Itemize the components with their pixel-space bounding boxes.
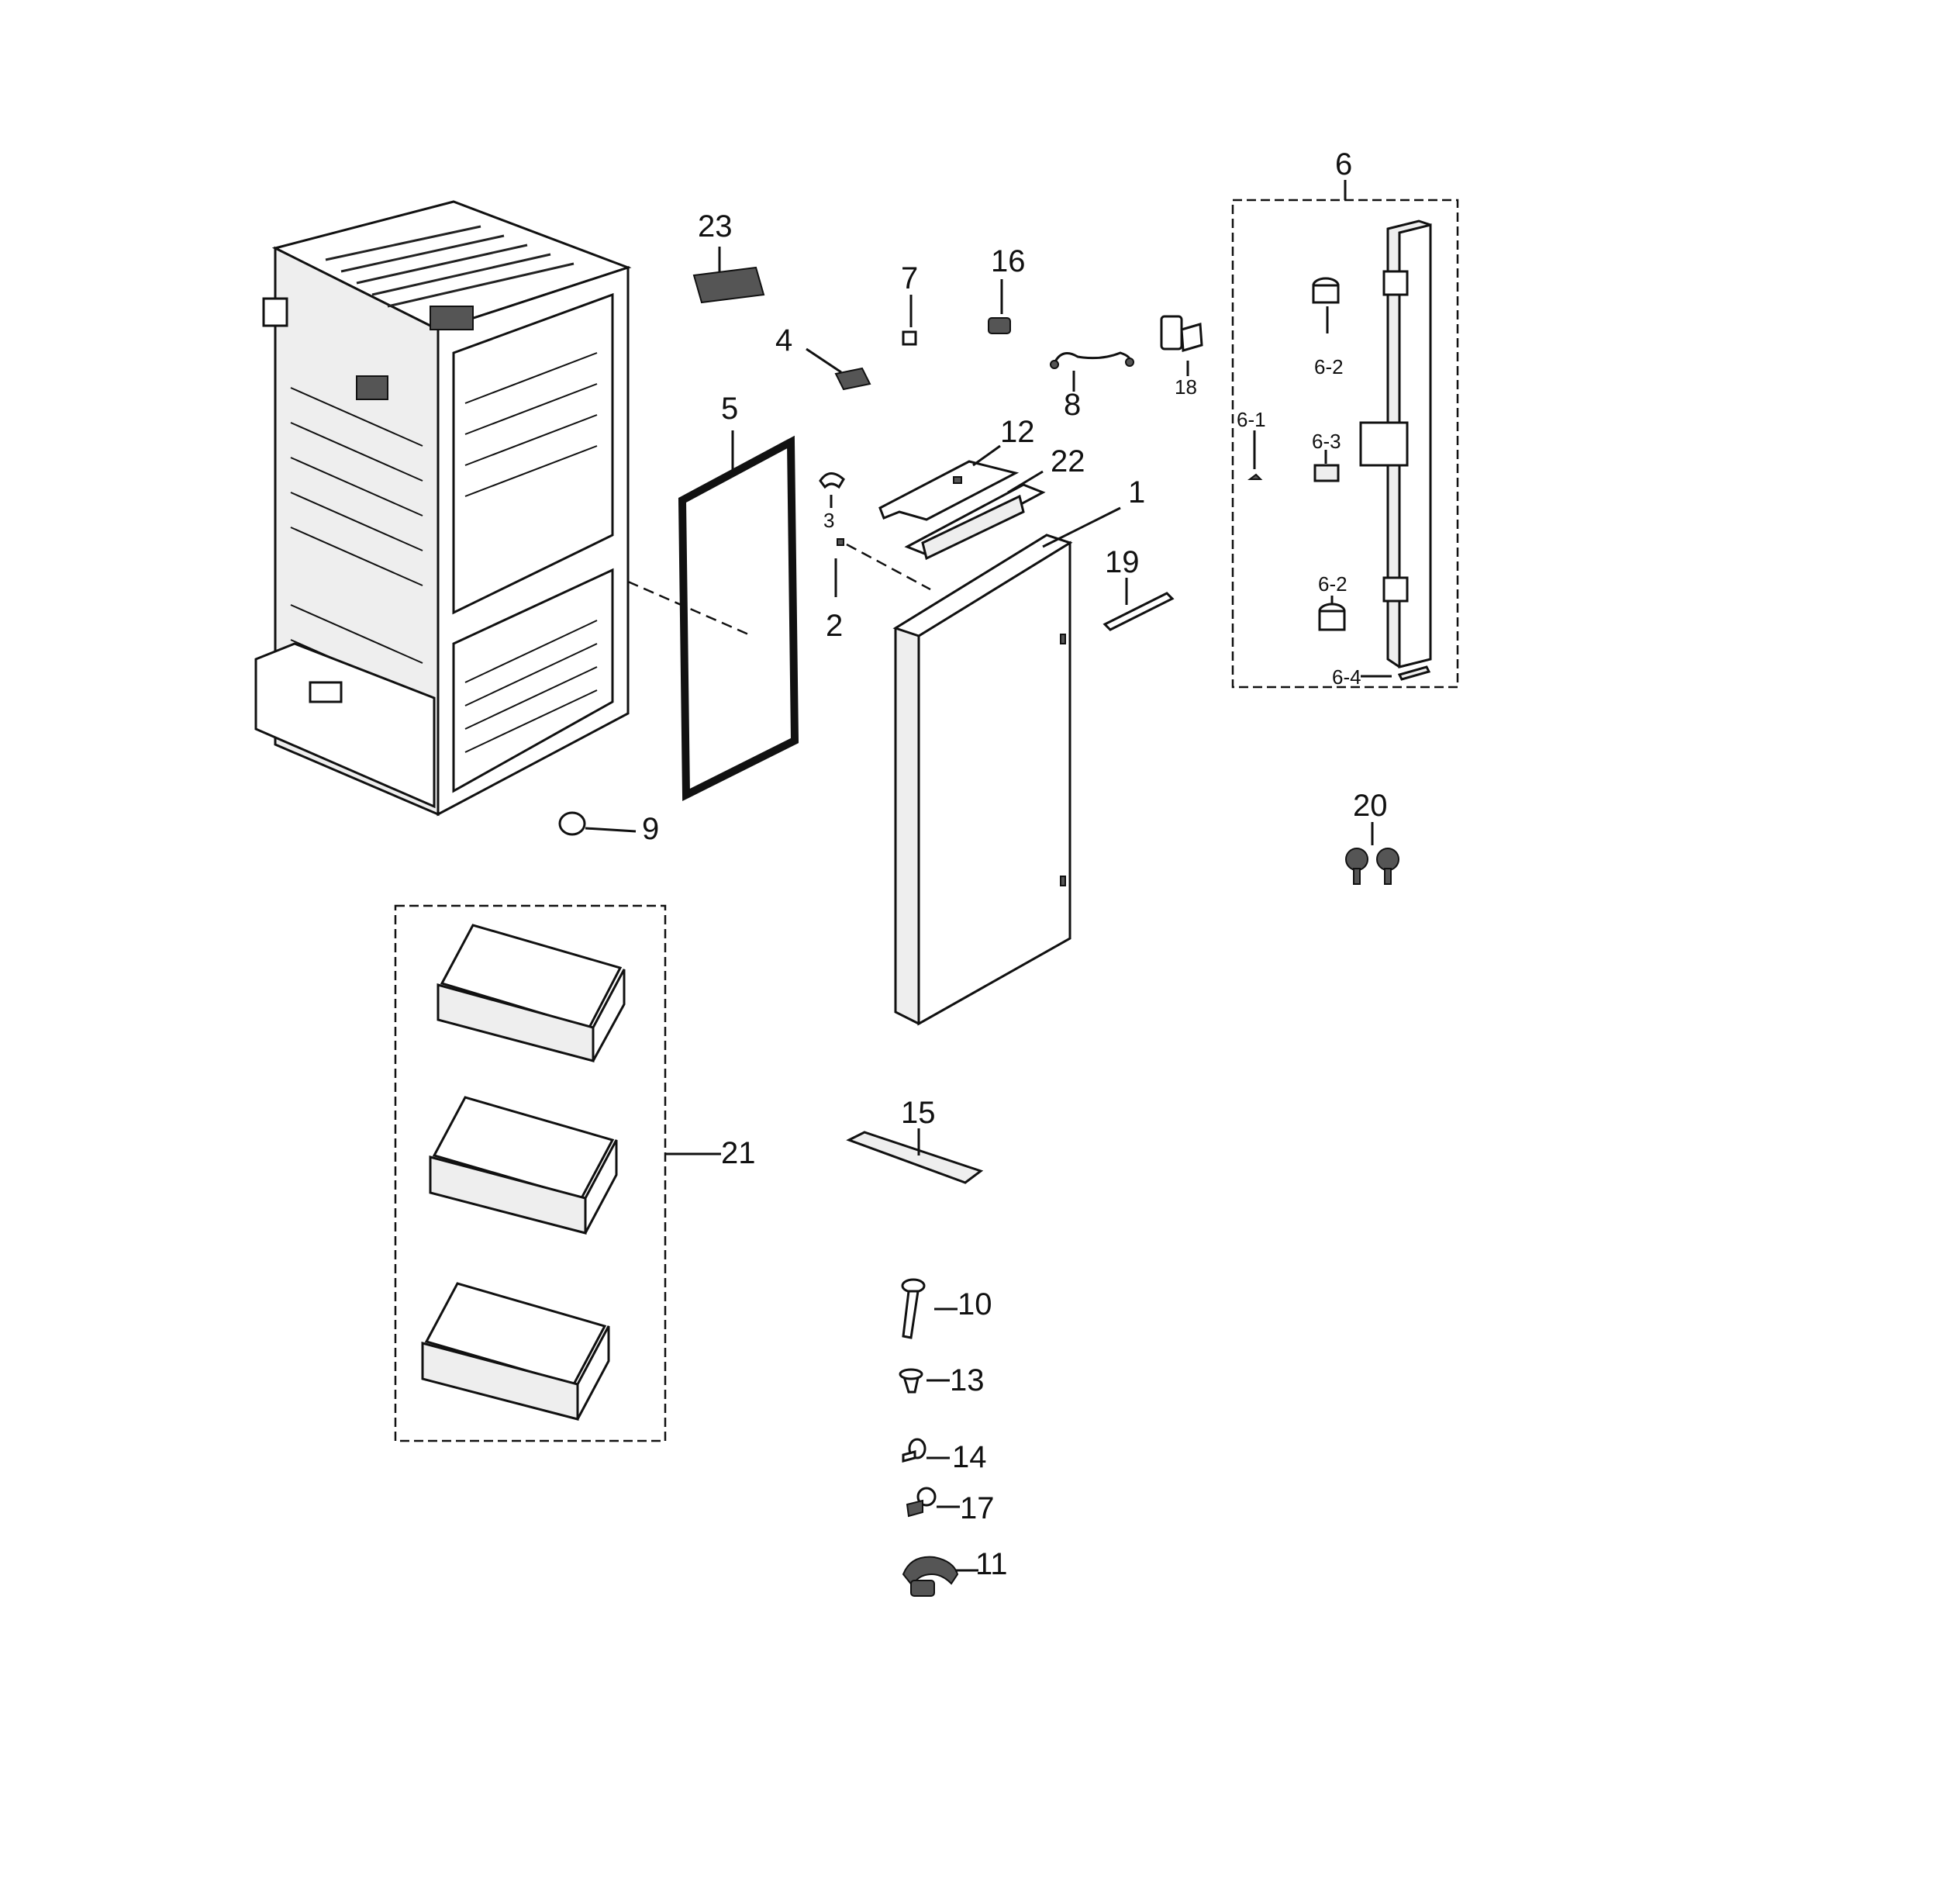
screw-part-13	[899, 1368, 923, 1394]
screws-part-20	[1345, 848, 1399, 885]
label-1: 1	[1128, 475, 1145, 510]
door-stopper-part-3	[819, 472, 845, 489]
hinge-bracket-part-22	[904, 483, 1046, 561]
door-bins-box-21	[394, 904, 667, 1442]
label-11: 11	[975, 1547, 1008, 1581]
label-8: 8	[1064, 388, 1081, 422]
label-18: 18	[1175, 375, 1197, 399]
door-strip-part-19	[1102, 592, 1175, 631]
refrigerator-cabinet	[254, 200, 632, 817]
wire-harness-part-8	[1050, 351, 1134, 369]
leader-12	[972, 444, 1001, 467]
label-6-3: 6-3	[1312, 430, 1341, 453]
handle-clip-part-6-3	[1313, 464, 1340, 482]
label-6-2-upper: 6-2	[1314, 355, 1344, 378]
label-21: 21	[721, 1136, 756, 1170]
handle-cap-part-6-2-upper	[1312, 277, 1340, 304]
door-cap-part-15	[846, 1131, 984, 1184]
label-12: 12	[1000, 415, 1035, 449]
screw-part-14	[902, 1438, 927, 1463]
label-13: 13	[950, 1363, 985, 1397]
label-6-1: 6-1	[1237, 408, 1266, 431]
leader-9	[585, 827, 637, 833]
door-bin-lower	[421, 1282, 610, 1421]
label-7: 7	[901, 261, 918, 295]
control-board-part-23	[692, 266, 765, 304]
screw-part-6-1	[1247, 473, 1263, 480]
label-3: 3	[823, 509, 834, 532]
label-15: 15	[901, 1096, 936, 1130]
cabinet-top-vents	[325, 225, 575, 308]
hinge-part-4	[834, 367, 871, 391]
label-22: 22	[1051, 444, 1085, 478]
pin-part-2	[837, 538, 844, 546]
switch-part-16	[988, 317, 1011, 334]
label-19: 19	[1105, 545, 1140, 579]
handle-pad-part-6-4	[1397, 665, 1431, 681]
label-16: 16	[991, 244, 1026, 278]
sensor-part-7	[902, 330, 917, 346]
door-handle-rail	[1359, 219, 1432, 668]
clamp-part-11	[902, 1556, 959, 1597]
leader-4	[806, 347, 842, 374]
label-6-2-lower: 6-2	[1318, 572, 1348, 596]
handle-cap-part-6-2-lower	[1318, 603, 1346, 631]
cabinet-inner-liner-lines	[464, 352, 598, 753]
label-23: 23	[698, 209, 733, 244]
label-20: 20	[1353, 789, 1388, 823]
hinge-cover-part-12	[878, 460, 1020, 521]
label-4: 4	[775, 323, 792, 358]
label-6-4: 6-4	[1332, 665, 1361, 689]
gasket-alignment-line	[627, 580, 753, 637]
leader-1	[1042, 506, 1121, 548]
refrigerator-door	[892, 534, 1073, 1026]
door-bin-middle	[429, 1096, 618, 1235]
hinge-bracket-part-18	[1160, 315, 1203, 352]
label-2: 2	[826, 609, 843, 643]
label-6: 6	[1335, 147, 1352, 181]
cap-part-9	[558, 811, 586, 836]
label-14: 14	[952, 1440, 987, 1474]
label-17: 17	[960, 1491, 995, 1525]
label-10: 10	[958, 1287, 992, 1321]
door-bin-upper	[437, 924, 626, 1062]
label-9: 9	[642, 812, 659, 846]
leader-22	[1007, 470, 1044, 494]
hinge-pin-part-10	[901, 1278, 926, 1339]
screw-part-17	[906, 1487, 937, 1518]
label-5: 5	[721, 392, 738, 426]
door-gasket	[678, 435, 799, 802]
